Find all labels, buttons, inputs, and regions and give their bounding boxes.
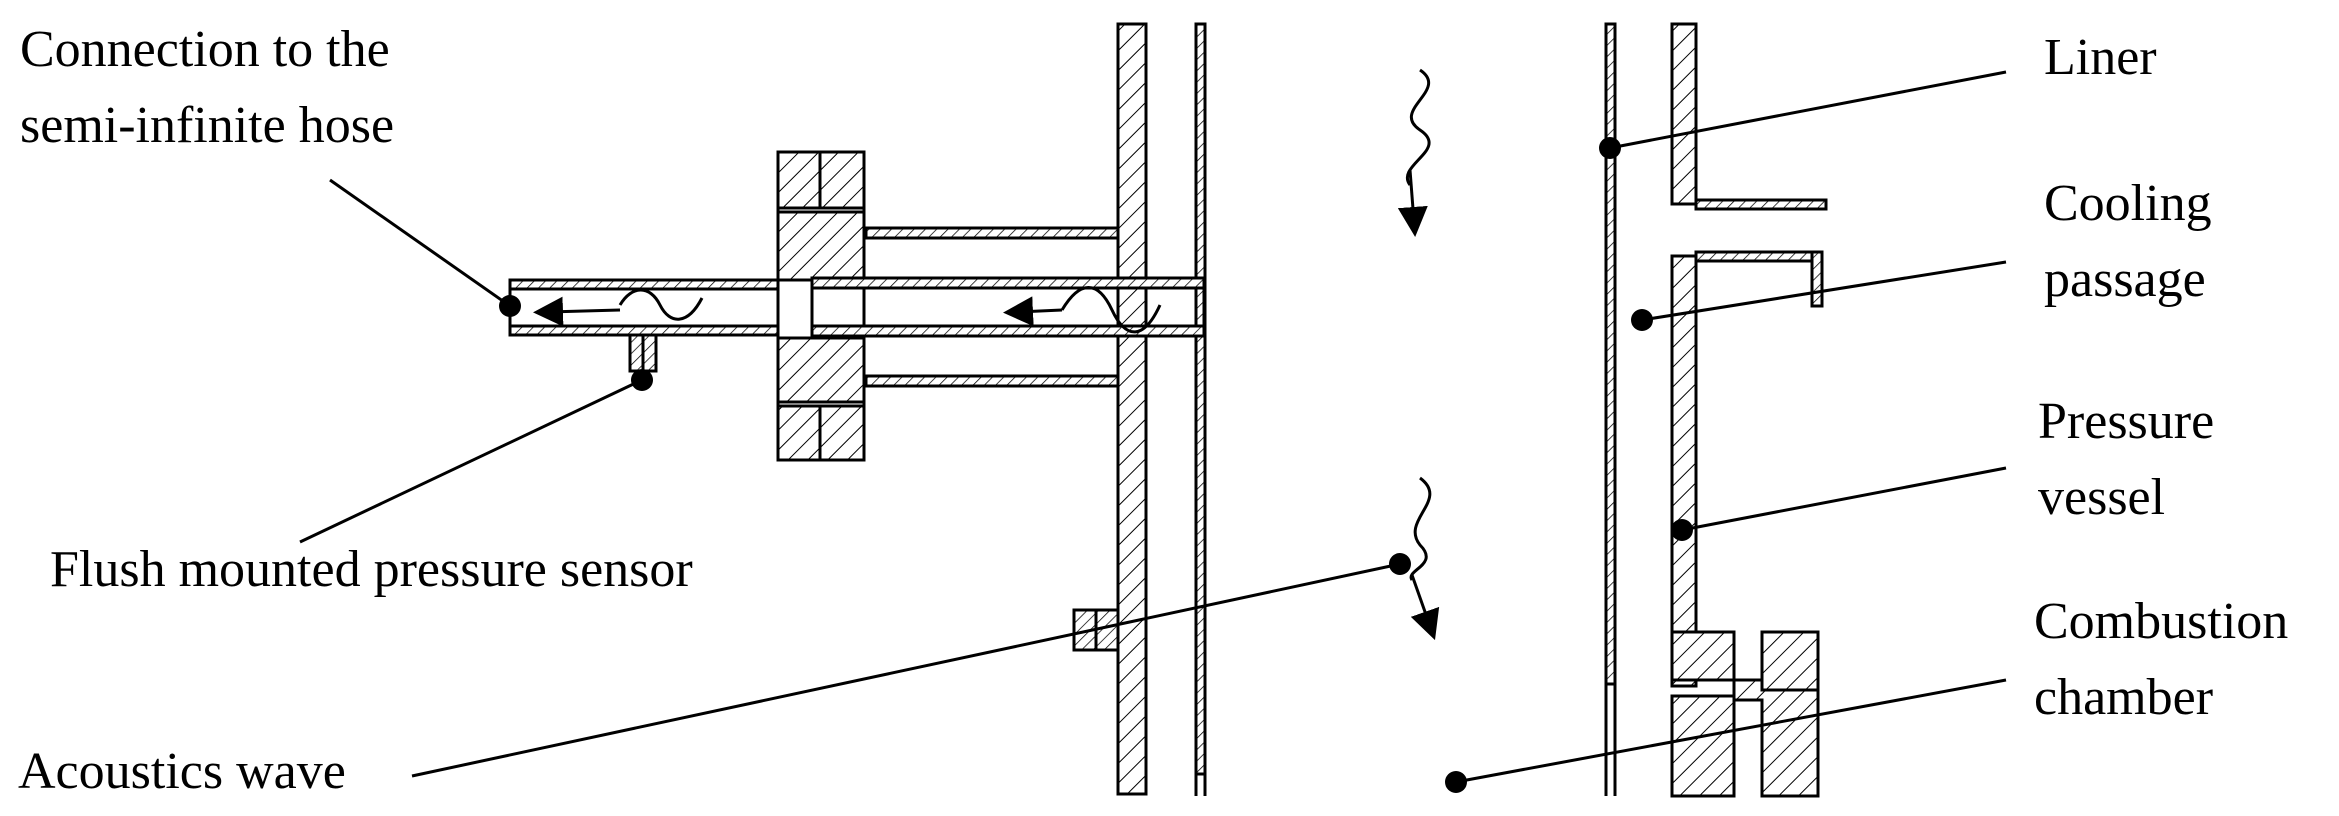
- leader-acoustics-wave: [411, 562, 1401, 778]
- left-liner-wall: [1194, 22, 1207, 796]
- leader-pressure-vessel: [1681, 466, 2007, 532]
- dot-flush-sensor: [631, 369, 653, 391]
- label-acoustics-wave: Acoustics wave: [18, 743, 346, 800]
- left-pressure-vessel-wall: [1116, 22, 1148, 796]
- label-cooling-passage-line1: Cooling: [2044, 175, 2212, 232]
- leader-connection-hose: [329, 178, 511, 308]
- dot-acoustics-wave: [1389, 553, 1411, 575]
- incident-wave-top: [1397, 68, 1431, 237]
- label-pressure-vessel-line2: vessel: [2038, 469, 2166, 526]
- wave-in-hose: [533, 288, 704, 327]
- combustion-chamber-flange: [1670, 630, 1820, 798]
- label-connection-hose-line1: Connection to the: [20, 21, 390, 78]
- incident-wave-bottom: [1409, 476, 1440, 641]
- right-liner-wall: [1604, 22, 1617, 796]
- leader-liner: [1609, 70, 2007, 150]
- right-pressure-vessel-wall: [1670, 22, 1698, 688]
- label-liner: Liner: [2044, 29, 2157, 86]
- label-cooling-passage-line2: passage: [2044, 251, 2206, 308]
- wave-in-tube: [1003, 286, 1162, 334]
- dot-connection-hose: [499, 295, 521, 317]
- probe-boss: [864, 226, 1120, 388]
- leader-flush-sensor: [299, 378, 643, 544]
- leader-combustion-chamber: [1455, 678, 2007, 784]
- label-flush-sensor: Flush mounted pressure sensor: [50, 541, 693, 598]
- leader-cooling-passage: [1641, 260, 2007, 322]
- dot-cooling-passage: [1631, 309, 1653, 331]
- label-combustion-chamber-line1: Combustion: [2034, 593, 2289, 650]
- label-combustion-chamber-line2: chamber: [2034, 669, 2214, 726]
- sensor-port: [628, 333, 658, 373]
- dot-liner: [1599, 137, 1621, 159]
- cooling-pipe: [1694, 198, 1828, 308]
- label-pressure-vessel-line1: Pressure: [2038, 393, 2215, 450]
- hose-tube: [508, 278, 780, 337]
- flange: [776, 150, 866, 462]
- dot-combustion-chamber: [1445, 771, 1467, 793]
- dot-pressure-vessel: [1671, 519, 1693, 541]
- label-connection-hose-line2: semi-infinite hose: [20, 97, 395, 154]
